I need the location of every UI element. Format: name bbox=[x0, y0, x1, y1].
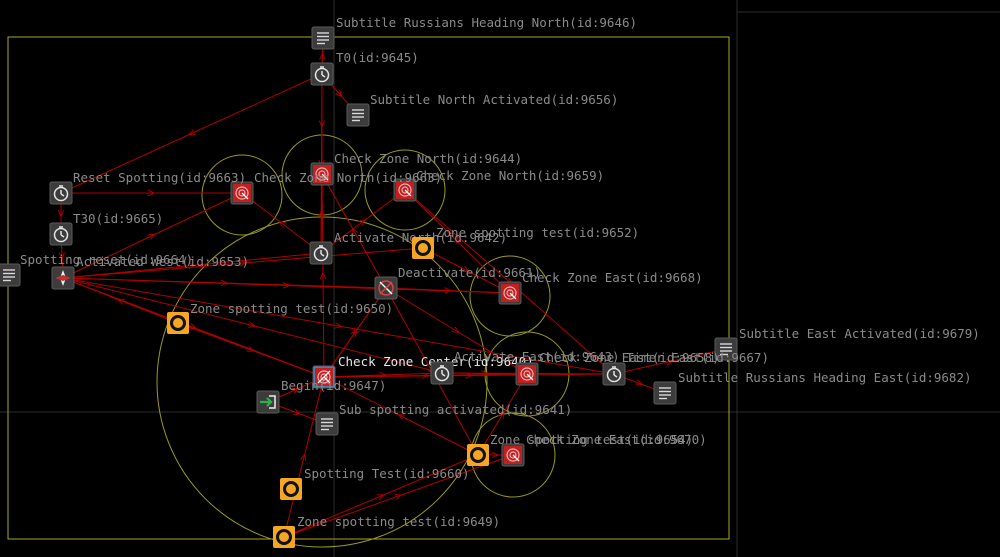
node-check-zone-north-9644[interactable]: Check Zone North(id:9644) bbox=[310, 151, 522, 186]
node-reset-spotting[interactable]: Reset Spotting(id:9663) bbox=[49, 170, 246, 205]
node-link bbox=[60, 73, 323, 194]
node-link bbox=[320, 189, 406, 254]
node-spotting-test[interactable]: Spotting Test(id:9660) bbox=[280, 466, 470, 500]
node-link bbox=[62, 252, 322, 279]
node-label: Subtitle Russians Heading North(id:9646) bbox=[336, 15, 637, 30]
node-link bbox=[404, 189, 511, 294]
node-check-zone-north-9659[interactable]: Check Zone North(id:9659) bbox=[393, 168, 604, 202]
node-label: Reset Spotting(id:9663) bbox=[73, 170, 246, 185]
node-sub-spotting-activated[interactable]: Sub spotting activated(id:9641) bbox=[315, 402, 572, 436]
node-link bbox=[323, 374, 615, 377]
node-t0[interactable]: T0(id:9645) bbox=[310, 50, 419, 86]
node-label: Sub spotting activated(id:9641) bbox=[339, 402, 572, 417]
node-label: Check Zone North(id:9659) bbox=[416, 168, 604, 183]
node-label: Check Zone East(id:9668) bbox=[522, 270, 703, 285]
map-bounds-frame bbox=[7, 36, 730, 540]
node-label: Deactivate(id:9661) bbox=[398, 265, 541, 280]
node-zone-spotting-9649[interactable]: Zone spotting test(id:9649) bbox=[273, 514, 500, 548]
node-links bbox=[60, 37, 727, 538]
node-link bbox=[422, 247, 511, 294]
node-link bbox=[177, 322, 325, 378]
node-label: Subtitle East Activated(id:9679) bbox=[739, 326, 980, 341]
text-lines-icon bbox=[346, 103, 370, 127]
node-link bbox=[241, 192, 322, 254]
trigger-zones bbox=[156, 134, 570, 548]
node-activate-east[interactable]: Activate East(id:9643) bbox=[430, 349, 620, 385]
node-label: T30(id:9665) bbox=[73, 211, 163, 226]
node-link bbox=[62, 247, 424, 279]
node-label: Subtitle North Activated(id:9656) bbox=[370, 92, 618, 107]
node-label: Activate East(id:9643) bbox=[454, 349, 620, 364]
node-begin[interactable]: Begin(id:9647) bbox=[256, 378, 386, 414]
zone-ring-icon-ring bbox=[470, 447, 486, 463]
node-label: Zone spotting test(id:9654) bbox=[490, 432, 693, 447]
node-check-zone-east-9670[interactable]: Check Zone East(id:9670) bbox=[501, 432, 707, 467]
node-layer: Subtitle Russians Heading North(id:9646)… bbox=[0, 15, 980, 548]
node-link bbox=[283, 454, 479, 538]
node-label: Zone spotting test(id:9650) bbox=[190, 301, 393, 316]
trigger-zone-circle bbox=[201, 154, 283, 236]
zone-ring-icon-ring bbox=[170, 315, 186, 331]
node-link bbox=[62, 277, 511, 294]
node-subtitle-east-activated[interactable]: Subtitle East Activated(id:9679) bbox=[714, 326, 980, 361]
node-label: Subtitle Russians Heading East(id:9682) bbox=[678, 370, 972, 385]
trigger-zone-circle bbox=[364, 149, 446, 231]
node-label: Check Zone East(id:9658) bbox=[539, 350, 720, 365]
node-deactivate[interactable]: Deactivate(id:9661) bbox=[374, 265, 541, 300]
node-link bbox=[613, 348, 727, 375]
node-label: Zone spotting test(id:9652) bbox=[436, 225, 639, 240]
node-check-zone-north-9663[interactable]: Check Zone North(id:9663) bbox=[230, 170, 442, 205]
node-check-zone-east-9658[interactable]: Check Zone East(id:9658) bbox=[515, 350, 720, 386]
node-zone-spotting-9650[interactable]: Zone spotting test(id:9650) bbox=[167, 301, 393, 334]
node-check-zone-east-9668[interactable]: Check Zone East(id:9668) bbox=[498, 270, 703, 305]
node-t30[interactable]: T30(id:9665) bbox=[49, 211, 163, 246]
node-label: T0(id:9645) bbox=[336, 50, 419, 65]
text-lines-icon bbox=[315, 412, 339, 436]
node-label: Spotting reset(id:9664) bbox=[20, 252, 193, 267]
node-link bbox=[283, 376, 325, 538]
node-link bbox=[323, 287, 387, 378]
zone-ring-icon-ring bbox=[283, 481, 299, 497]
node-link bbox=[283, 454, 514, 538]
text-lines-icon bbox=[653, 381, 677, 405]
node-subtitle-russians-north[interactable]: Subtitle Russians Heading North(id:9646) bbox=[311, 15, 637, 50]
node-label: Spotting Test(id:9660) bbox=[304, 466, 470, 481]
node-link bbox=[62, 277, 615, 375]
text-lines-icon bbox=[311, 26, 335, 50]
node-activated-west[interactable]: Activated West(id:9653) bbox=[51, 254, 249, 290]
node-label: Activated West(id:9653) bbox=[76, 254, 249, 269]
node-zone-spotting-east[interactable]: Zone spotting test(id:9654) bbox=[467, 432, 693, 466]
node-label: Timer East(id:9667) bbox=[626, 350, 769, 365]
node-link bbox=[62, 277, 179, 324]
node-link bbox=[62, 277, 443, 374]
zone-ring-icon-ring bbox=[276, 529, 292, 545]
node-link bbox=[321, 173, 387, 289]
node-label: Check Zone East(id:9670) bbox=[526, 432, 707, 447]
node-label: Begin(id:9647) bbox=[281, 378, 386, 393]
zone-ring-icon-ring bbox=[415, 240, 431, 256]
node-link bbox=[323, 376, 479, 456]
node-link bbox=[385, 287, 528, 375]
node-label: Check Zone North(id:9644) bbox=[334, 151, 522, 166]
node-subtitle-russians-east[interactable]: Subtitle Russians Heading East(id:9682) bbox=[653, 370, 972, 405]
node-zone-spotting-9652[interactable]: Zone spotting test(id:9652) bbox=[412, 225, 639, 259]
node-link bbox=[322, 173, 324, 378]
text-lines-icon bbox=[0, 263, 21, 287]
node-link bbox=[477, 373, 528, 456]
node-spotting-reset[interactable]: Spotting reset(id:9664) bbox=[0, 252, 193, 287]
node-subtitle-north-activated[interactable]: Subtitle North Activated(id:9656) bbox=[346, 92, 618, 127]
node-label: Zone spotting test(id:9649) bbox=[297, 514, 500, 529]
node-link bbox=[385, 288, 511, 293]
node-link bbox=[62, 192, 243, 279]
node-label: Check Zone North(id:9663) bbox=[254, 170, 442, 185]
node-t-east[interactable]: Timer East(id:9667) bbox=[602, 350, 769, 386]
